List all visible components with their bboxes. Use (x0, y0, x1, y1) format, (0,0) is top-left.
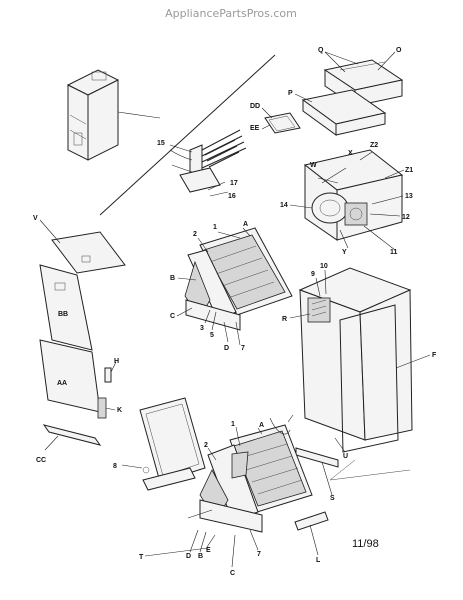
cabinet-assembly: 9 10 R F U S (282, 263, 437, 502)
label-B-upper: B (170, 275, 175, 282)
label-B-lower: B (198, 553, 203, 560)
label-Z1: Z1 (405, 167, 413, 174)
label-H: H (114, 358, 119, 365)
assembled-unit (66, 69, 161, 161)
label-12: 12 (402, 214, 410, 221)
label-BB: BB (58, 311, 68, 318)
label-E: E (206, 547, 211, 554)
label-8: 8 (113, 463, 117, 470)
label-C-lower: C (230, 570, 235, 577)
label-16: 16 (228, 193, 236, 200)
label-R: R (282, 316, 287, 323)
tray-P: P (288, 89, 387, 136)
label-10: 10 (320, 263, 328, 270)
label-2-lower: 2 (204, 442, 208, 449)
label-A-lower: A (259, 422, 264, 429)
label-D-upper: D (224, 345, 229, 352)
label-L: L (316, 557, 321, 564)
divider-line (99, 54, 276, 216)
part-L: L (294, 511, 329, 564)
label-D-lower: D (186, 553, 191, 560)
label-P: P (288, 90, 293, 97)
label-S: S (330, 495, 335, 502)
lower-coil-assembly: 8 1 A 2 D B E T C 7 (113, 397, 313, 577)
label-9: 9 (311, 271, 315, 278)
label-17: 17 (230, 180, 238, 187)
upper-evaporator-coil: 1 A 2 B C 3 5 D 7 (170, 221, 293, 352)
filter-panel: DD EE (250, 103, 301, 134)
label-A-upper: A (243, 221, 248, 228)
label-CC: CC (36, 457, 46, 464)
watermark: AppliancePartsPros.com (165, 7, 297, 20)
blower-assembly: W X Z2 Z1 14 13 12 11 Y (280, 142, 413, 256)
label-K: K (117, 407, 122, 414)
label-13: 13 (405, 193, 413, 200)
label-7-lower: 7 (257, 551, 261, 558)
label-11: 11 (390, 249, 398, 256)
label-T: T (139, 554, 144, 561)
label-Q: Q (318, 47, 324, 54)
label-O: O (396, 47, 402, 54)
label-3: 3 (200, 325, 204, 332)
label-AA: AA (57, 380, 67, 387)
front-panels: V BB AA H K CC (33, 215, 126, 464)
label-U: U (343, 453, 348, 460)
label-DD: DD (250, 103, 260, 110)
date-code: 11/98 (352, 538, 379, 550)
label-1-upper: 1 (213, 224, 217, 231)
label-X: X (348, 150, 353, 157)
label-EE: EE (250, 125, 260, 132)
label-2-upper: 2 (193, 231, 197, 238)
label-C-upper: C (170, 313, 175, 320)
label-14: 14 (280, 202, 288, 209)
label-F: F (432, 352, 437, 359)
heater-assembly: 15 17 16 (157, 129, 247, 200)
label-W: W (310, 162, 317, 169)
label-5: 5 (210, 332, 214, 339)
label-1-lower: 1 (231, 421, 235, 428)
label-15: 15 (157, 140, 165, 147)
label-Z2: Z2 (370, 142, 378, 149)
label-7-upper: 7 (241, 345, 245, 352)
label-V: V (33, 215, 38, 222)
label-Y: Y (342, 249, 347, 256)
